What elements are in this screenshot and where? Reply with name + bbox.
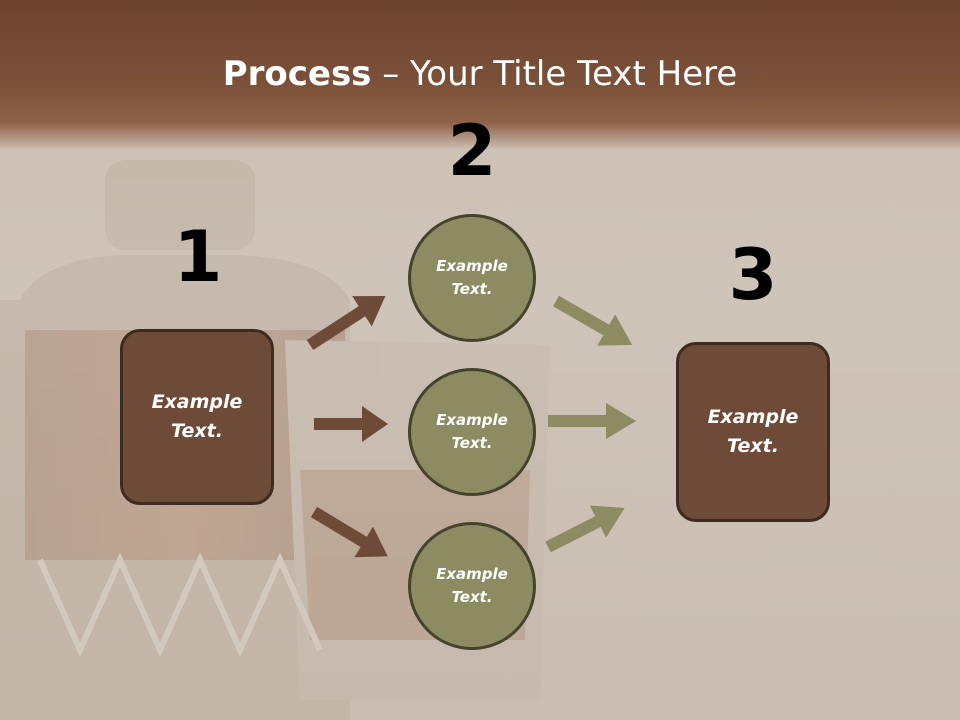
arrow-circle-top-to-box3 — [553, 295, 633, 346]
title-bar — [0, 0, 960, 150]
slide-title: Process – Your Title Text Here — [0, 52, 960, 96]
step-3-text: Example Text. — [707, 406, 799, 457]
arrow-box1-to-circle-middle — [314, 406, 388, 442]
step-3-box[interactable]: Example Text. — [676, 342, 830, 522]
step-number-2: 2 — [447, 110, 497, 192]
arrow-box1-to-circle-top — [306, 295, 386, 351]
circle-top[interactable]: Example Text. — [408, 214, 536, 342]
step-number-1: 1 — [173, 216, 223, 298]
arrow-box1-to-circle-bottom — [310, 506, 388, 558]
title-bold: Process — [222, 54, 372, 94]
title-rest: – Your Title Text Here — [371, 54, 738, 94]
circle-bottom-text: Example Text. — [436, 565, 508, 606]
arrow-circle-bottom-to-box3 — [545, 505, 625, 553]
circle-middle-text: Example Text. — [436, 411, 508, 452]
circle-top-text: Example Text. — [436, 257, 508, 298]
circle-bottom[interactable]: Example Text. — [408, 522, 536, 650]
circle-middle[interactable]: Example Text. — [408, 368, 536, 496]
arrow-circle-middle-to-box3 — [548, 403, 636, 439]
step-1-text: Example Text. — [151, 391, 243, 442]
step-1-box[interactable]: Example Text. — [120, 329, 274, 505]
step-number-3: 3 — [728, 234, 778, 316]
